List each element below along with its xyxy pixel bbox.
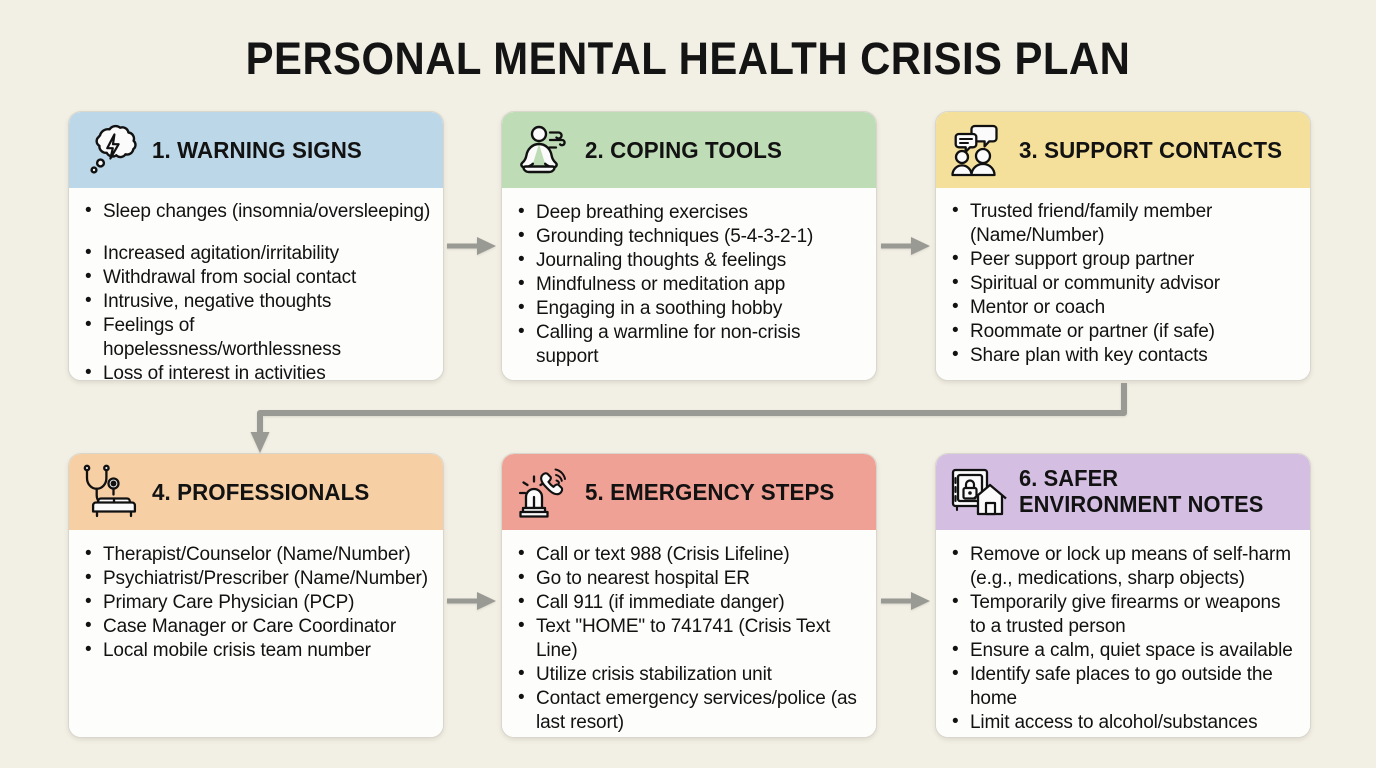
list-item: Mindfulness or meditation app bbox=[516, 272, 864, 297]
card-title-safer-environment-notes: 6. SAFER ENVIRONMENT NOTES bbox=[1019, 465, 1264, 517]
card-title-emergency-steps: 5. EMERGENCY STEPS bbox=[585, 478, 835, 505]
list-item: Trusted friend/family member (Name/Numbe… bbox=[950, 199, 1298, 248]
stethoscope-couch-icon bbox=[82, 463, 140, 521]
list-item: Calling a warmline for non-crisis suppor… bbox=[516, 320, 864, 369]
list-item: Share plan with key contacts bbox=[950, 343, 1298, 368]
list-item: Remove or lock up means of self-harm (e.… bbox=[950, 542, 1298, 591]
list-item: Therapist/Counselor (Name/Number) bbox=[83, 542, 431, 567]
card-professionals[interactable]: 4. PROFESSIONALS Therapist/Counselor (Na… bbox=[68, 453, 444, 738]
card-header-safer-environment-notes: 6. SAFER ENVIRONMENT NOTES bbox=[936, 454, 1310, 530]
card-emergency-steps[interactable]: 5. EMERGENCY STEPS Call or text 988 (Cri… bbox=[501, 453, 877, 738]
bullet-list-support-contacts: Trusted friend/family member (Name/Numbe… bbox=[950, 199, 1298, 368]
list-item: Intrusive, negative thoughts bbox=[83, 289, 431, 314]
card-header-emergency-steps: 5. EMERGENCY STEPS bbox=[502, 454, 876, 530]
list-item: Case Manager or Care Coordinator bbox=[83, 614, 431, 639]
page-title: PERSONAL MENTAL HEALTH CRISIS PLAN bbox=[245, 33, 1131, 84]
card-support-contacts[interactable]: 3. SUPPORT CONTACTS Trusted friend/famil… bbox=[935, 111, 1311, 381]
list-item: Peer support group partner bbox=[950, 247, 1298, 272]
safe-house-lock-icon bbox=[949, 463, 1007, 521]
card-title-support-contacts: 3. SUPPORT CONTACTS bbox=[1019, 136, 1283, 163]
list-item: Ensure a calm, quiet space is available bbox=[950, 638, 1298, 663]
card-title-warning-signs: 1. WARNING SIGNS bbox=[152, 136, 362, 163]
list-item: Utilize crisis stabilization unit bbox=[516, 662, 864, 687]
list-item: Mentor or coach bbox=[950, 295, 1298, 320]
siren-phone-icon bbox=[515, 463, 573, 521]
list-item: Grounding techniques (5-4-3-2-1) bbox=[516, 224, 864, 249]
card-header-coping-tools: 2. COPING TOOLS bbox=[502, 112, 876, 188]
thought-cloud-lightning-icon bbox=[82, 121, 140, 179]
arrow-card5-to-card6 bbox=[881, 592, 930, 610]
list-item: Call 911 (if immediate danger) bbox=[516, 590, 864, 615]
card-title-professionals: 4. PROFESSIONALS bbox=[152, 478, 370, 505]
card-coping-tools[interactable]: 2. COPING TOOLS Deep breathing exercises… bbox=[501, 111, 877, 381]
arrow-card4-to-card5 bbox=[447, 592, 496, 610]
list-item: Contact emergency services/police (as la… bbox=[516, 686, 864, 735]
list-item: Sleep changes (insomnia/oversleeping) bbox=[83, 199, 431, 224]
list-item: Local mobile crisis team number bbox=[83, 638, 431, 663]
card-header-professionals: 4. PROFESSIONALS bbox=[69, 454, 443, 530]
card-body-safer-environment-notes: Remove or lock up means of self-harm (e.… bbox=[936, 530, 1310, 737]
list-item: Increased agitation/irritability bbox=[83, 241, 431, 266]
card-header-support-contacts: 3. SUPPORT CONTACTS bbox=[936, 112, 1310, 188]
list-item: Identify safe places to go outside the h… bbox=[950, 662, 1298, 711]
bullet-list-coping-tools: Deep breathing exercises Grounding techn… bbox=[516, 200, 864, 369]
arrow-card1-to-card2 bbox=[447, 237, 496, 255]
list-item: Feelings of hopelessness/worthlessness bbox=[83, 313, 431, 362]
card-body-emergency-steps: Call or text 988 (Crisis Lifeline) Go to… bbox=[502, 530, 876, 737]
two-people-speech-bubbles-icon bbox=[949, 121, 1007, 179]
list-item: Call or text 988 (Crisis Lifeline) bbox=[516, 542, 864, 567]
arrow-card3-to-card4 bbox=[250, 383, 1127, 453]
list-item: Limit access to alcohol/substances bbox=[950, 710, 1298, 735]
card-header-warning-signs: 1. WARNING SIGNS bbox=[69, 112, 443, 188]
bullet-list-safer-environment-notes: Remove or lock up means of self-harm (e.… bbox=[950, 542, 1298, 735]
bullet-list-professionals: Therapist/Counselor (Name/Number) Psychi… bbox=[83, 542, 431, 663]
list-item: Go to nearest hospital ER bbox=[516, 566, 864, 591]
card-title-coping-tools: 2. COPING TOOLS bbox=[585, 136, 783, 163]
list-item: Journaling thoughts & feelings bbox=[516, 248, 864, 273]
card-warning-signs[interactable]: 1. WARNING SIGNS Sleep changes (insomnia… bbox=[68, 111, 444, 381]
card-body-warning-signs: Sleep changes (insomnia/oversleeping) In… bbox=[69, 188, 443, 380]
card-body-coping-tools: Deep breathing exercises Grounding techn… bbox=[502, 188, 876, 380]
list-item: Loss of interest in activities bbox=[83, 361, 431, 380]
list-item: Psychiatrist/Prescriber (Name/Number) bbox=[83, 566, 431, 591]
list-item: Text "HOME" to 741741 (Crisis Text Line) bbox=[516, 614, 864, 663]
list-item: Engaging in a soothing hobby bbox=[516, 296, 864, 321]
card-safer-environment-notes[interactable]: 6. SAFER ENVIRONMENT NOTES Remove or loc… bbox=[935, 453, 1311, 738]
list-item: Deep breathing exercises bbox=[516, 200, 864, 225]
list-item: Roommate or partner (if safe) bbox=[950, 319, 1298, 344]
meditating-person-icon bbox=[515, 121, 573, 179]
list-item: Withdrawal from social contact bbox=[83, 265, 431, 290]
list-item: Primary Care Physician (PCP) bbox=[83, 590, 431, 615]
list-item: Spiritual or community advisor bbox=[950, 271, 1298, 296]
bullet-list-emergency-steps: Call or text 988 (Crisis Lifeline) Go to… bbox=[516, 542, 864, 735]
bullet-list-warning-signs: Sleep changes (insomnia/oversleeping) In… bbox=[83, 199, 431, 380]
card-body-support-contacts: Trusted friend/family member (Name/Numbe… bbox=[936, 188, 1310, 380]
card-body-professionals: Therapist/Counselor (Name/Number) Psychi… bbox=[69, 530, 443, 737]
arrow-card2-to-card3 bbox=[881, 237, 930, 255]
list-item: Temporarily give firearms or weapons to … bbox=[950, 590, 1298, 639]
